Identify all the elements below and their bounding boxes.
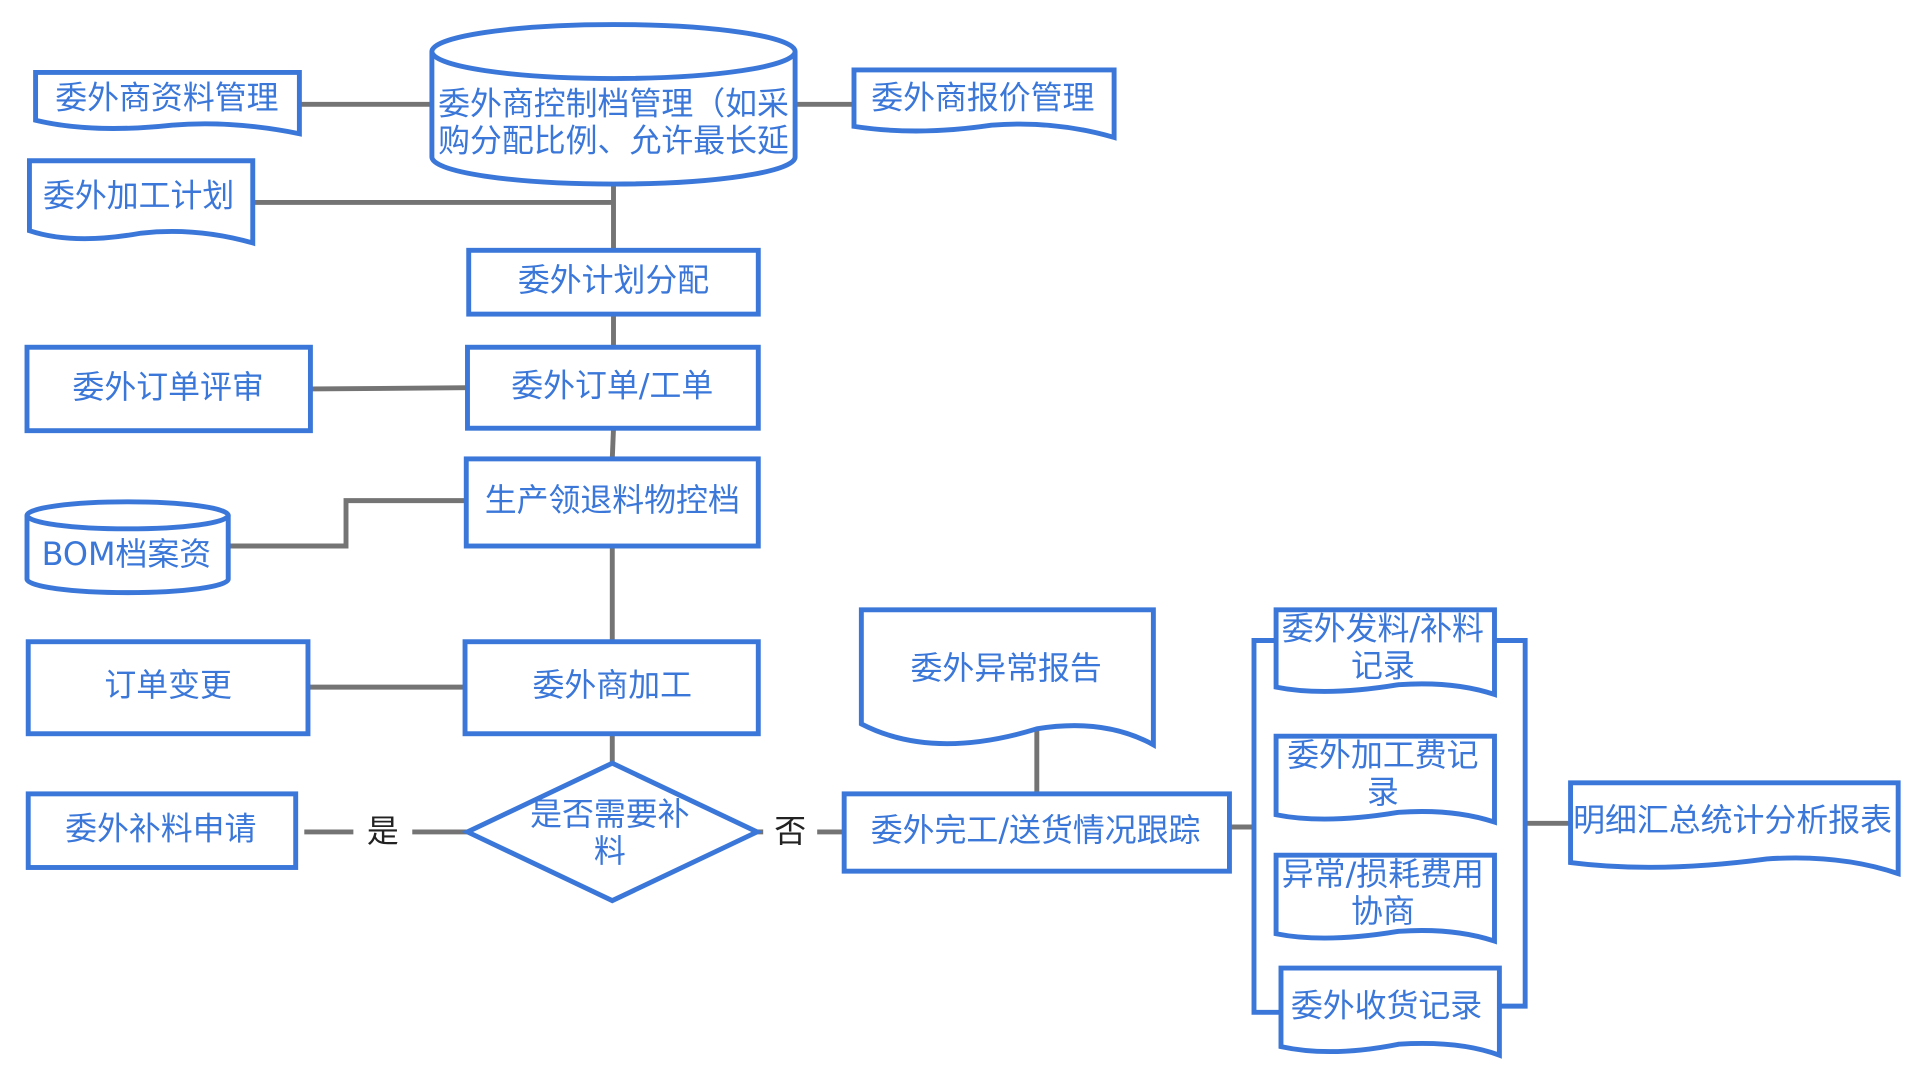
issue-record-shape [1273,607,1497,698]
bom-data-top [24,499,231,532]
supplier-control-label-line1: 委外商控制档管理（如采 [438,85,789,123]
loss-negotiation-label-line1: 异常/损耗费用 [1282,855,1484,893]
supplier-profile-shape [33,69,302,137]
completion-tracking-shape [841,791,1232,874]
node-receipt-record: 委外收货记录 [1278,965,1502,1059]
supplier-processing-label: 委外商加工 [533,666,692,704]
receipt-record-shape [1278,965,1502,1059]
issue-record-label-line2: 记录 [1351,646,1415,684]
material-control-label: 生产领退料物控档 [485,481,740,519]
node-supplier-profile: 委外商资料管理 [33,69,302,137]
supplier-profile-label: 委外商资料管理 [55,78,278,116]
node-replenish-request: 委外补料申请 [25,791,299,870]
node-material-control: 生产领退料物控档 [463,456,761,549]
summary-report-label: 明细汇总统计分析报表 [1573,801,1892,839]
outsourcing-plan-label: 委外加工计划 [43,177,234,215]
connector-order-to-material [609,428,616,459]
node-bom-data: BOM档案资 [24,499,231,596]
edge-label-yes: 是 [367,812,399,850]
node-supplier-control: 委外商控制档管理（如采 购分配比例、允许最长延 [429,22,798,187]
node-supplier-quote: 委外商报价管理 [851,67,1117,141]
edge-label-no: 否 [774,812,806,850]
order-review-label: 委外订单评审 [72,368,263,406]
node-outsourcing-plan: 委外加工计划 [26,158,256,247]
supplier-control-shape [429,51,798,187]
fee-record-shape [1273,733,1497,826]
node-need-replenish: 是否需要补 料 [461,760,763,904]
order-change-label: 订单变更 [104,666,232,704]
node-supplier-processing: 委外商加工 [462,639,761,737]
loss-negotiation-label-line2: 协商 [1351,892,1415,930]
bom-data-shape [24,515,231,596]
material-control-shape [463,456,761,549]
replenish-request-shape [25,791,299,870]
completion-tracking-label: 委外完工/送货情况跟踪 [871,811,1201,849]
supplier-quote-shape [851,67,1117,141]
record-group-brackets [1251,638,1528,1015]
node-exception-report: 委外异常报告 [858,607,1156,749]
connector-review-to-order [310,385,468,392]
left-bracket [1251,638,1281,1015]
need-replenish-shape [461,760,763,904]
need-replenish-label-line1: 是否需要补 [530,795,689,833]
connector-bom-to-material [228,498,467,549]
exception-report-shape [858,607,1156,749]
supplier-processing-shape [462,639,761,737]
order-review-shape [24,344,313,434]
need-replenish-label-line2: 料 [594,832,626,870]
node-order-review: 委外订单评审 [24,344,313,434]
order-workorder-shape [465,344,761,431]
plan-allocation-shape [466,247,761,317]
supplier-control-label-line2: 购分配比例、允许最长延 [438,121,789,159]
issue-record-label-line1: 委外发料/补料 [1282,610,1484,648]
summary-report-shape [1568,780,1901,878]
node-order-change: 订单变更 [25,639,311,737]
node-summary-report: 明细汇总统计分析报表 [1568,780,1901,878]
node-issue-record: 委外发料/补料 记录 [1273,607,1497,698]
fee-record-label-line1: 委外加工费记 [1287,736,1478,774]
node-loss-negotiation: 异常/损耗费用 协商 [1273,852,1497,945]
receipt-record-label: 委外收货记录 [1291,986,1482,1024]
fee-record-label-line2: 录 [1367,773,1399,811]
loss-negotiation-shape [1273,852,1497,945]
order-workorder-label: 委外订单/工单 [511,367,713,405]
node-order-workorder: 委外订单/工单 [465,344,761,431]
plan-allocation-label: 委外计划分配 [518,261,709,299]
connectors [228,101,1571,835]
node-fee-record: 委外加工费记 录 [1273,733,1497,826]
supplier-control-top [429,22,798,81]
exception-report-label: 委外异常报告 [910,649,1101,687]
right-bracket [1494,638,1528,1009]
node-plan-allocation: 委外计划分配 [466,247,761,317]
replenish-request-label: 委外补料申请 [65,810,256,848]
supplier-quote-label: 委外商报价管理 [871,78,1094,116]
node-completion-tracking: 委外完工/送货情况跟踪 [841,791,1232,874]
bom-data-label: BOM档案资 [42,535,212,573]
outsourcing-plan-shape [26,158,256,247]
order-change-shape [25,639,311,737]
